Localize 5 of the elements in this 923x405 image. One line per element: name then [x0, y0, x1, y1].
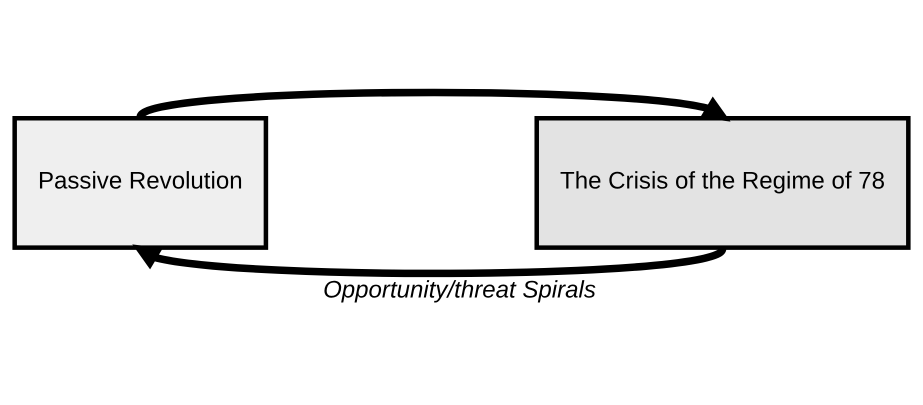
arrow [132, 244, 725, 278]
caption: Opportunity/threat Spirals [323, 276, 596, 304]
node-box: Passive Revolution [12, 116, 268, 250]
node-box: The Crisis of the Regime of 78 [534, 116, 911, 250]
arrow [138, 88, 731, 122]
